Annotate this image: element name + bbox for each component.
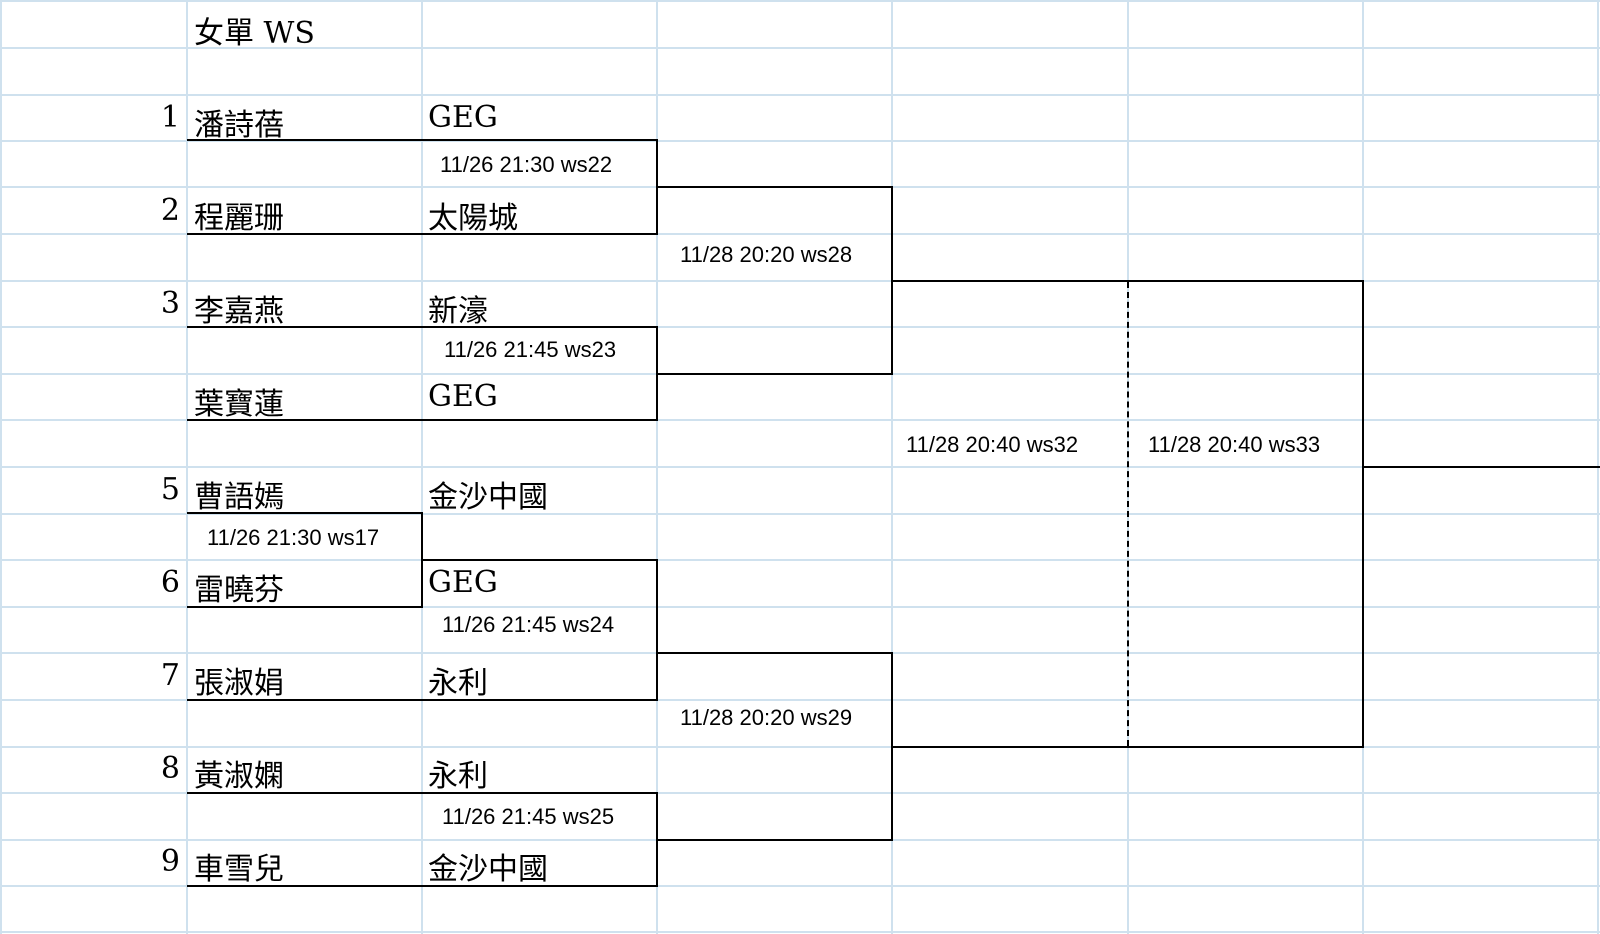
team-name: GEG <box>428 100 498 135</box>
dashed-divider <box>1127 282 1129 746</box>
bracket-line <box>422 559 658 561</box>
bracket-line <box>187 139 658 141</box>
seed-number: 1 <box>160 100 180 135</box>
bracket-line <box>891 280 1364 282</box>
bracket-line <box>656 373 893 375</box>
bracket-line <box>656 186 893 188</box>
grid-line <box>0 140 1600 142</box>
team-name: 金沙中國 <box>428 480 548 515</box>
match-label-ws32: 11/28 20:40 ws32 <box>906 432 1079 457</box>
match-label-ws22: 11/26 21:30 ws22 <box>440 152 613 177</box>
grid-line <box>0 792 1600 794</box>
team-name: GEG <box>428 565 498 600</box>
grid-line <box>0 0 1600 2</box>
match-label-ws33: 11/28 20:40 ws33 <box>1148 432 1321 457</box>
seed-number: 2 <box>160 193 180 228</box>
seed-number: 8 <box>160 751 180 786</box>
bracket-line <box>891 746 1364 748</box>
bracket-title: 女單 WS <box>194 16 315 51</box>
seed-number: 7 <box>160 658 180 693</box>
bracket-line <box>187 419 658 421</box>
bracket-line <box>187 792 658 794</box>
player-name: 李嘉燕 <box>194 294 284 329</box>
player-name: 葉寶蓮 <box>194 387 284 422</box>
match-label-ws29: 11/28 20:20 ws29 <box>680 705 853 730</box>
match-label-ws24: 11/26 21:45 ws24 <box>442 612 615 637</box>
player-name: 黃淑嫻 <box>194 759 284 794</box>
grid-line <box>0 466 1600 468</box>
match-label-ws23: 11/26 21:45 ws23 <box>444 337 617 362</box>
bracket-line <box>1362 466 1600 468</box>
match-label-ws28: 11/28 20:20 ws28 <box>680 242 853 267</box>
grid-line <box>0 885 1600 887</box>
team-name: 新濠 <box>428 294 488 329</box>
match-label-ws25: 11/26 21:45 ws25 <box>442 804 615 829</box>
player-name: 曹語嫣 <box>194 480 284 515</box>
grid-line <box>0 280 1600 282</box>
grid-line <box>0 47 1600 49</box>
bracket-line <box>187 885 658 887</box>
grid-line <box>0 746 1600 748</box>
bracket-line <box>187 699 658 701</box>
seed-number: 5 <box>160 472 180 507</box>
bracket-line <box>187 233 658 235</box>
seed-number: 3 <box>160 286 180 321</box>
player-name: 潘詩蓓 <box>194 108 284 143</box>
player-name: 程麗珊 <box>194 201 284 236</box>
grid-line <box>0 559 1600 561</box>
grid-line <box>0 606 1600 608</box>
grid-line <box>0 419 1600 421</box>
player-name: 雷曉芬 <box>194 573 284 608</box>
team-name: 太陽城 <box>428 201 518 236</box>
player-name: 車雪兒 <box>194 852 284 887</box>
grid-line <box>0 699 1600 701</box>
grid-line <box>0 513 1600 515</box>
seed-number: 6 <box>160 565 180 600</box>
grid-line <box>0 326 1600 328</box>
bracket-line <box>1362 280 1364 748</box>
seed-number: 9 <box>160 844 180 879</box>
bracket-line <box>656 559 658 701</box>
team-name: 永利 <box>428 666 488 701</box>
bracket-line <box>656 652 893 654</box>
grid-line <box>0 233 1600 235</box>
bracket-line <box>656 839 893 841</box>
team-name: 永利 <box>428 759 488 794</box>
bracket-line <box>421 512 423 608</box>
grid-line <box>0 94 1600 96</box>
bracket-line <box>187 606 423 608</box>
team-name: GEG <box>428 379 498 414</box>
bracket-line <box>187 326 658 328</box>
bracket-line <box>187 512 423 514</box>
team-name: 金沙中國 <box>428 852 548 887</box>
match-label-ws17: 11/26 21:30 ws17 <box>207 525 380 550</box>
grid-line <box>0 931 1600 933</box>
player-name: 張淑娟 <box>194 666 284 701</box>
